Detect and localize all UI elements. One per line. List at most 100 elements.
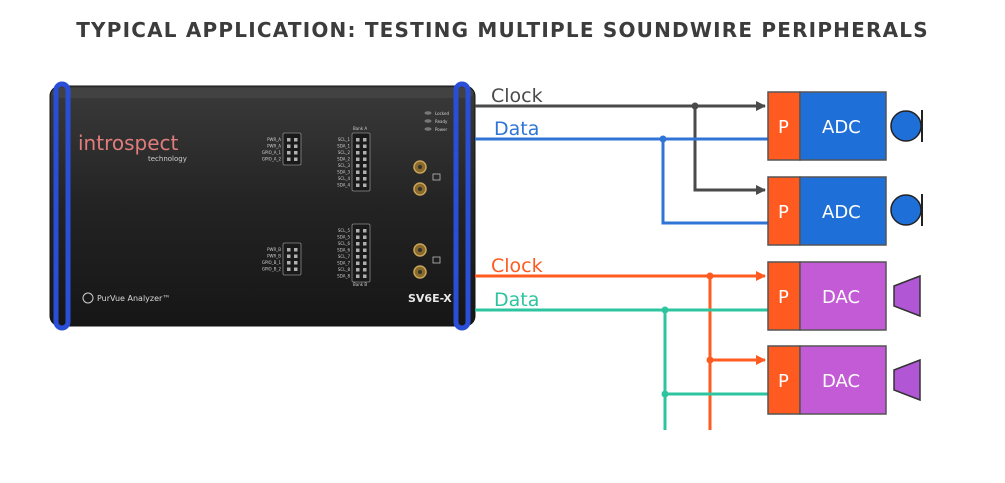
connector-pin xyxy=(363,268,367,272)
pin-label: SDA_1 xyxy=(337,144,350,149)
bus2-data-label: Data xyxy=(494,289,539,311)
wires xyxy=(475,101,768,430)
pin-label: SDA_6 xyxy=(337,248,350,253)
connector-pin xyxy=(287,254,291,258)
connector-pin xyxy=(363,170,367,174)
pin-label: SCL_6 xyxy=(338,241,351,246)
connector-pin xyxy=(294,138,298,142)
peripheral-type-label: ADC xyxy=(822,202,861,223)
bus1-clock-branch xyxy=(693,106,766,195)
connector-pin xyxy=(356,138,360,142)
bus2-clock-label: Clock xyxy=(491,255,543,277)
trigger-out-icon xyxy=(432,173,441,181)
port-label: P xyxy=(778,287,789,308)
pin-label: SDA_2 xyxy=(337,157,350,162)
connector-pin xyxy=(356,157,360,161)
purvue-logo-icon xyxy=(82,292,94,304)
connector-pin xyxy=(363,229,367,233)
connector-pin xyxy=(356,261,360,265)
connector-pin xyxy=(356,242,360,246)
status-leds: Locked Ready Power xyxy=(424,111,449,132)
pin-label: SCL_5 xyxy=(338,228,351,233)
model-name: SV6E-X xyxy=(408,292,452,305)
connector-pin xyxy=(356,170,360,174)
right-end-cap xyxy=(453,81,471,331)
analyzer-device: introspect technology PurVue Analyzer™ S… xyxy=(49,81,476,331)
pin-label: GPIO_A_1 xyxy=(262,150,282,155)
connector-pin xyxy=(287,248,291,252)
connector-pin xyxy=(294,144,298,148)
connector-pin xyxy=(363,242,367,246)
connector-pin xyxy=(356,183,360,187)
led-label-locked: Locked xyxy=(435,111,449,116)
connector-pin xyxy=(363,235,367,239)
pin-label: GPIO_B_2 xyxy=(262,267,282,272)
peripheral-type-label: ADC xyxy=(822,117,861,138)
brand-subtitle: technology xyxy=(148,155,187,163)
microphone-icon xyxy=(890,194,922,226)
led-label-power: Power xyxy=(435,127,447,132)
peripheral-dac-2: P DAC xyxy=(767,345,921,415)
led-label-ready: Ready xyxy=(435,119,448,124)
peripheral-type-label: DAC xyxy=(822,371,860,392)
sma-connectors xyxy=(413,160,441,279)
connector-pin xyxy=(356,164,360,168)
connector-pin xyxy=(356,268,360,272)
pin-label: SDA_5 xyxy=(337,235,350,240)
pin-label: SDA_8 xyxy=(337,274,350,279)
connector-pin xyxy=(363,255,367,259)
connector-pin xyxy=(363,164,367,168)
connector-pin xyxy=(356,151,360,155)
connector-pin xyxy=(363,157,367,161)
connector-pin xyxy=(294,267,298,271)
pin-label: PWR_A xyxy=(267,144,281,149)
pin-label: GPIO_B_1 xyxy=(262,260,282,265)
connector-pin xyxy=(356,144,360,148)
pin-label: SCL_1 xyxy=(338,137,351,142)
page-title: TYPICAL APPLICATION: TESTING MULTIPLE SO… xyxy=(76,18,929,42)
connector-pin xyxy=(294,248,298,252)
connector-pin xyxy=(356,177,360,181)
peripheral-adc-1: P ADC xyxy=(767,91,923,161)
port-label: P xyxy=(778,202,789,223)
peripheral-dac-1: P DAC xyxy=(767,261,921,331)
bus1-clock-label: Clock xyxy=(491,85,543,107)
peripheral-type-label: DAC xyxy=(822,287,860,308)
trigger-in-icon xyxy=(432,256,441,264)
pin-label: SCL_2 xyxy=(338,150,351,155)
connector-housing xyxy=(282,132,302,166)
pin-label: SDA_3 xyxy=(337,170,350,175)
connector-pin xyxy=(363,151,367,155)
pin-label: PWR_B xyxy=(267,254,281,259)
connector-pin xyxy=(363,138,367,142)
pin-label: PWR_A xyxy=(267,137,281,142)
connector-housing xyxy=(282,242,302,276)
bank-b-label: Bank B xyxy=(353,282,367,287)
connector-pin xyxy=(356,255,360,259)
left-end-cap xyxy=(53,81,71,331)
port-label: P xyxy=(778,371,789,392)
connector-pin xyxy=(294,151,298,155)
connector-pin xyxy=(294,254,298,258)
pin-label: PWR_B xyxy=(267,247,281,252)
connector-housing xyxy=(351,132,371,192)
connector-pin xyxy=(287,261,291,265)
connector-pin xyxy=(363,177,367,181)
brand-name: introspect xyxy=(78,131,179,155)
pin-label: SCL_7 xyxy=(338,254,351,259)
bank-a-label: Bank A xyxy=(353,126,367,131)
pin-label: SCL_4 xyxy=(338,176,351,181)
product-name: PurVue Analyzer™ xyxy=(97,294,170,303)
connector-pin xyxy=(363,261,367,265)
microphone-icon xyxy=(890,110,922,142)
connector-pin xyxy=(287,144,291,148)
connector-pin xyxy=(294,157,298,161)
speaker-icon xyxy=(893,274,921,318)
port-label: P xyxy=(778,117,789,138)
connector-pin xyxy=(356,248,360,252)
